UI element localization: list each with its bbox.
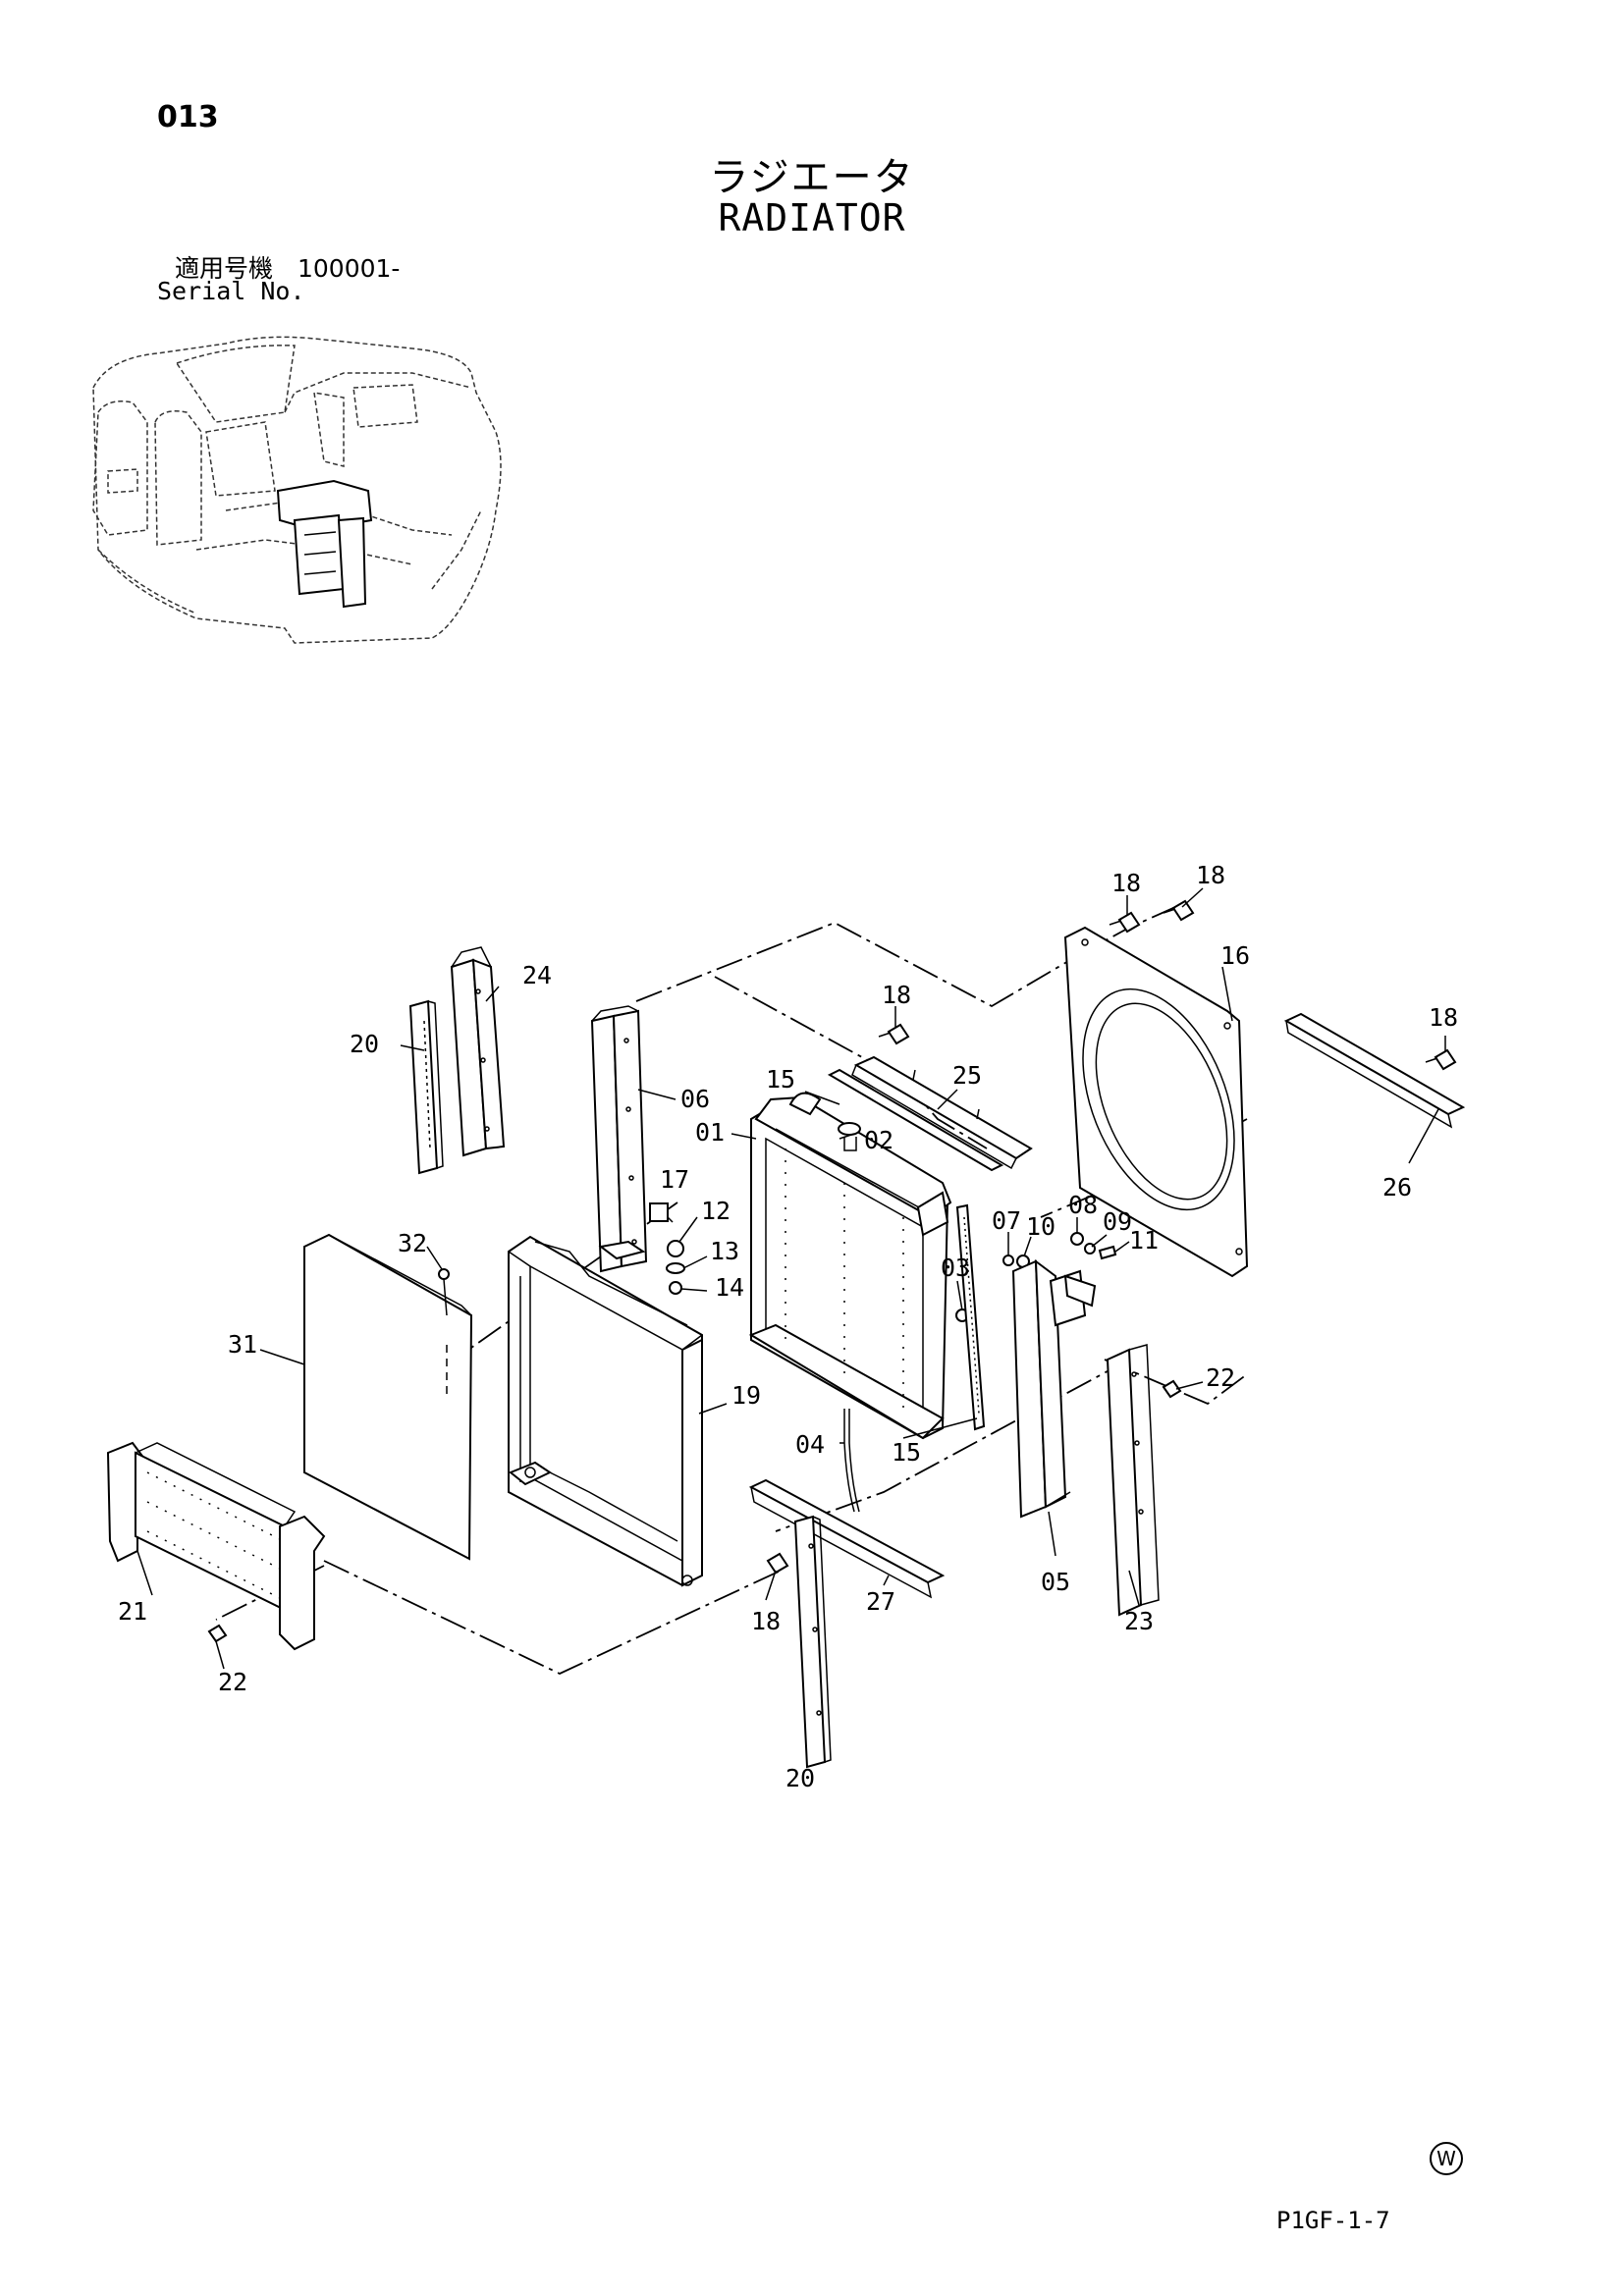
callout-21: 21 (118, 1597, 147, 1626)
part-15-seal-side (955, 1203, 986, 1431)
callout-08: 08 (1068, 1191, 1098, 1219)
callout-20-upper: 20 (350, 1030, 379, 1058)
part-06-side-bracket (590, 1005, 648, 1273)
callout-05: 05 (1041, 1568, 1070, 1596)
serial-label-japanese: 適用号機 100001- (175, 254, 401, 283)
callout-13: 13 (710, 1237, 739, 1265)
part-27-bar (748, 1478, 946, 1599)
part-01-radiator-core (748, 1092, 952, 1440)
callout-02: 02 (864, 1126, 893, 1154)
title-english: RADIATOR (718, 196, 906, 240)
callout-10: 10 (1026, 1212, 1056, 1241)
callout-25: 25 (952, 1061, 982, 1090)
part-20-strip-upper (408, 999, 444, 1175)
callout-18-top-left: 18 (1111, 869, 1141, 897)
callout-03: 03 (941, 1254, 970, 1282)
part-26-angle-bracket (1283, 1012, 1466, 1129)
page-code: P1GF-1-7 (1276, 2207, 1390, 2234)
part-25-bracket (851, 1055, 1033, 1170)
callout-23: 23 (1124, 1607, 1154, 1635)
part-19-frame (508, 1235, 704, 1587)
callout-18-top-right: 18 (1196, 861, 1225, 889)
parts-07-11-fasteners (1002, 1232, 1117, 1268)
part-02-cap (838, 1122, 861, 1151)
callout-18-right: 18 (1429, 1003, 1458, 1032)
part-32-clip (438, 1268, 450, 1316)
part-20-strip-lower (793, 1515, 832, 1769)
callout-19: 19 (731, 1381, 761, 1410)
callout-12: 12 (701, 1197, 731, 1225)
callout-07: 07 (992, 1206, 1021, 1235)
callout-22-right: 22 (1206, 1363, 1235, 1392)
callout-04: 04 (795, 1430, 825, 1459)
callout-06: 06 (680, 1085, 710, 1113)
callout-27: 27 (866, 1587, 895, 1616)
page-number: 013 (157, 100, 219, 134)
callout-24: 24 (522, 961, 552, 989)
part-24-bracket (450, 946, 506, 1157)
callout-14: 14 (715, 1273, 744, 1302)
part-31-cover-panel (303, 1233, 473, 1561)
callout-31: 31 (228, 1330, 257, 1359)
callout-09: 09 (1103, 1207, 1132, 1236)
parts-12-13-14-fasteners (666, 1240, 685, 1295)
callout-11: 11 (1129, 1226, 1159, 1255)
callout-17: 17 (660, 1165, 689, 1194)
serial-label-english: Serial No. (157, 277, 305, 305)
callout-01: 01 (695, 1118, 725, 1147)
callout-labels: 18 18 16 18 24 18 20 06 25 15 02 26 17 0… (118, 861, 1458, 1792)
callout-26: 26 (1382, 1173, 1412, 1201)
part-21-intercooler (106, 1441, 326, 1651)
machine-overview-illustration (92, 336, 502, 644)
part-15-seal-upper (827, 1068, 1004, 1172)
part-22-nuts (207, 1379, 1182, 1643)
callout-22-left: 22 (218, 1668, 247, 1696)
title-japanese: ラジエータ (709, 155, 915, 200)
part-23-side-strip (1106, 1344, 1160, 1617)
part-17-cushion (649, 1202, 669, 1222)
callout-18-center: 18 (882, 981, 911, 1009)
callout-15-upper: 15 (766, 1065, 795, 1094)
callout-15-lower: 15 (892, 1438, 921, 1467)
copyright-mark: W (1430, 2142, 1463, 2175)
part-16-fan-shroud (1063, 926, 1249, 1278)
part-18-bolts (766, 899, 1457, 1575)
callout-18-lower: 18 (751, 1607, 781, 1635)
part-04-hose (843, 1409, 860, 1513)
callout-32: 32 (398, 1229, 427, 1257)
callout-leader-lines (136, 887, 1446, 1670)
callout-20-lower: 20 (785, 1764, 815, 1792)
part-05-side-plate (1011, 1258, 1097, 1519)
callout-16: 16 (1220, 941, 1250, 970)
